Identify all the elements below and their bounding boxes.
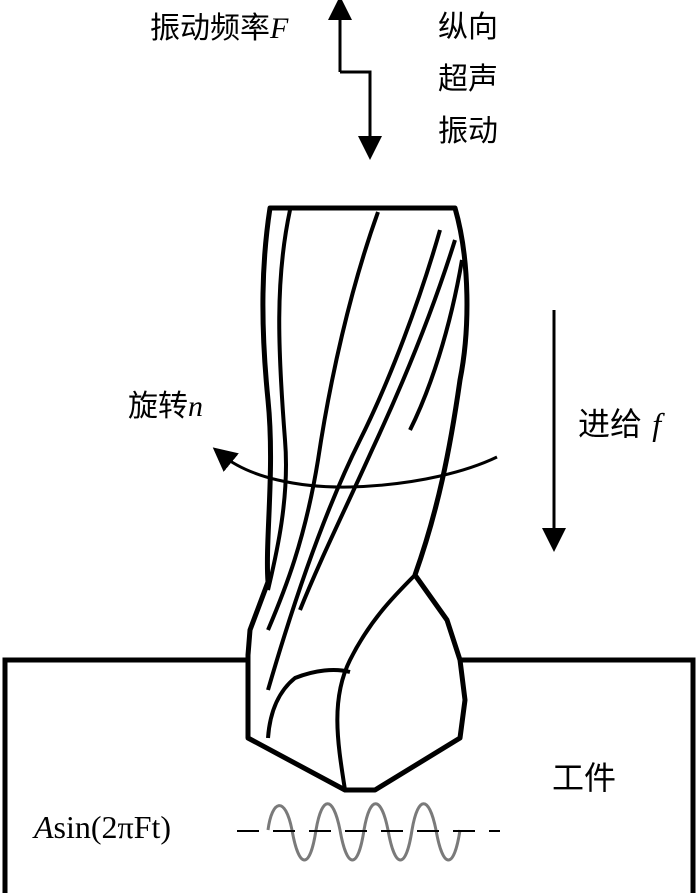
vibration-arrow-zigzag xyxy=(340,70,382,160)
drill-flute-line xyxy=(266,211,380,631)
rotation-arrow xyxy=(212,447,498,489)
longitudinal-vibration-line: 超声 xyxy=(438,62,498,97)
drill-flute-line xyxy=(408,259,464,431)
rotation-label: 旋转n xyxy=(128,389,203,424)
longitudinal-vibration-line: 振动 xyxy=(438,114,498,149)
workpiece-label: 工件 xyxy=(552,759,617,797)
vibration-frequency-label: 振动频率F xyxy=(150,11,289,46)
vibration-formula-label: Asin(2πFt) xyxy=(34,809,172,845)
feed-label: 进给 f xyxy=(578,405,662,443)
drill-flute-line xyxy=(335,573,417,791)
workpiece-outline xyxy=(2,657,696,893)
drill-flute-line xyxy=(266,668,351,739)
drill-flute-line xyxy=(266,209,292,591)
sine-wave xyxy=(266,802,462,862)
drill-flute-line xyxy=(298,239,457,611)
drill-flute-line xyxy=(266,229,442,691)
longitudinal-vibration-line: 纵向 xyxy=(438,10,498,45)
longitudinal-vibration-label: 纵向 超声 振动 xyxy=(438,2,498,158)
